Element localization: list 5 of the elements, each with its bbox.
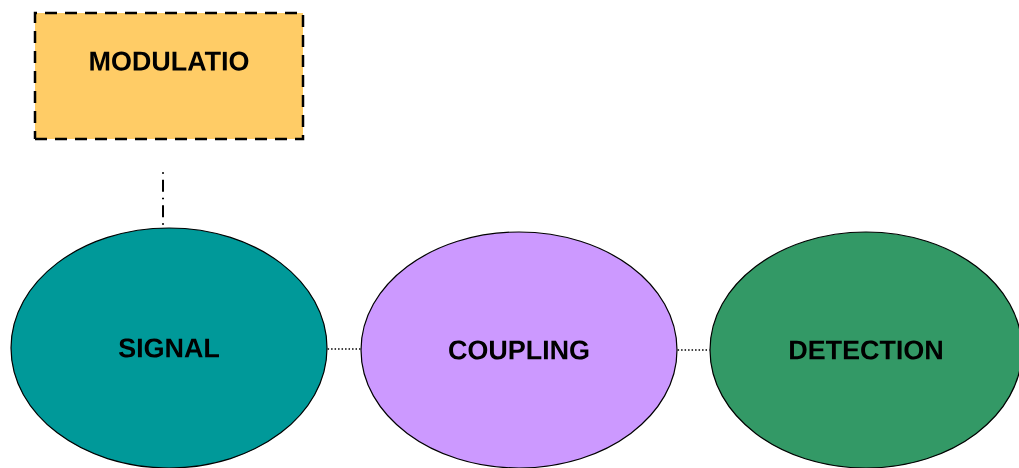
connector-line xyxy=(326,348,362,350)
ellipse-node: SIGNAL xyxy=(10,227,328,468)
dashed-box: MODULATIO xyxy=(33,11,305,141)
ellipse-node: COUPLING xyxy=(360,231,678,468)
ellipse-node: DETECTION xyxy=(709,231,1019,468)
